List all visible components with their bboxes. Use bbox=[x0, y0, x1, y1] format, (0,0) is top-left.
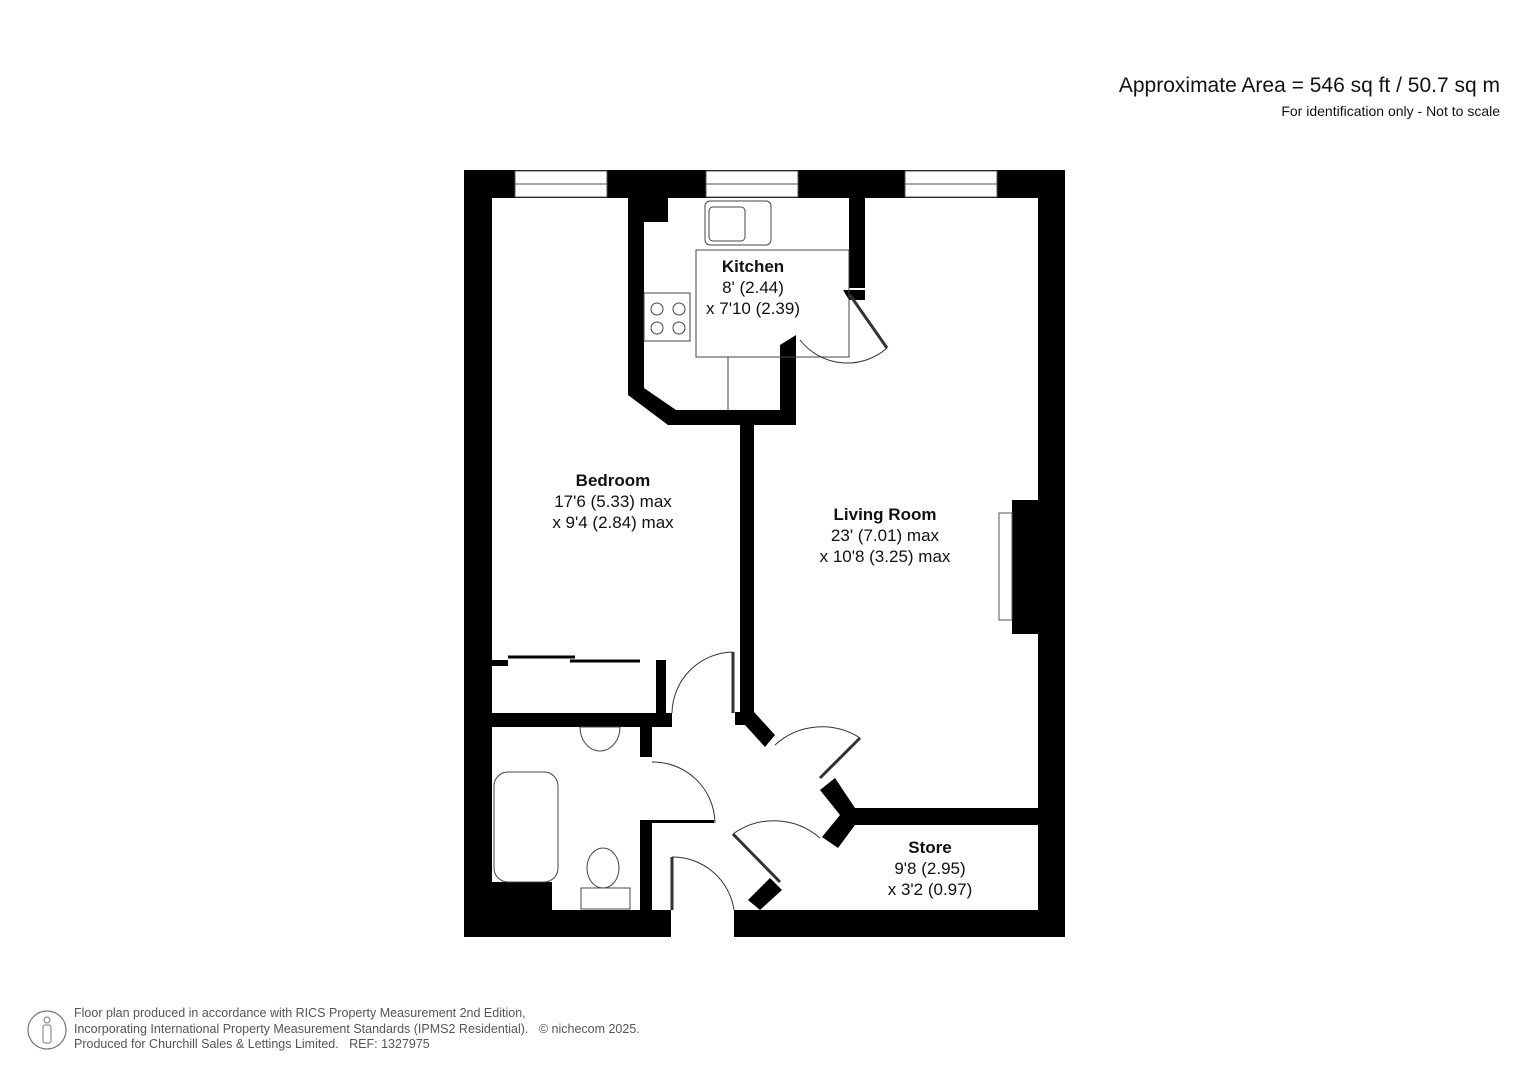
shower-icon bbox=[493, 771, 559, 883]
door-swings bbox=[651, 294, 889, 911]
disclaimer: For identification only - Not to scale bbox=[1281, 103, 1500, 119]
room-kitchen: Kitchen 8' (2.44) x 7'10 (2.39) bbox=[706, 257, 800, 318]
room-bedroom: Bedroom 17'6 (5.33) max x 9'4 (2.84) max bbox=[552, 471, 674, 532]
toilet-icon bbox=[586, 847, 620, 889]
windows bbox=[514, 170, 998, 198]
footer: Floor plan produced in accordance with R… bbox=[74, 1006, 640, 1051]
bathroom-fixtures bbox=[493, 726, 631, 910]
room-store: Store 9'8 (2.95) x 3'2 (0.97) bbox=[887, 838, 973, 899]
hob-icon bbox=[643, 292, 691, 342]
basin-icon bbox=[579, 726, 621, 752]
reference: REF: 1327975 bbox=[349, 1037, 430, 1051]
person-icon bbox=[27, 1010, 67, 1050]
approximate-area: Approximate Area = 546 sq ft / 50.7 sq m bbox=[1118, 74, 1500, 97]
area-summary: Approximate Area = 546 sq ft / 50.7 sq m… bbox=[1119, 73, 1500, 119]
room-living: Living Room 23' (7.01) max x 10'8 (3.25)… bbox=[819, 505, 951, 566]
sink-icon bbox=[704, 200, 772, 246]
copyright: © nichecom 2025. bbox=[538, 1021, 640, 1036]
